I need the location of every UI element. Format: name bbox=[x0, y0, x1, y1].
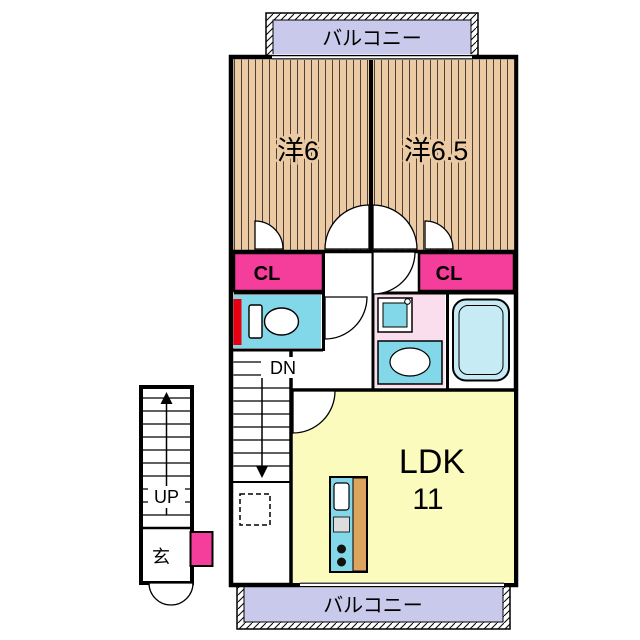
washing-machine-drum bbox=[382, 302, 408, 328]
ldk-room bbox=[293, 391, 514, 583]
closet-door-arc-right bbox=[424, 220, 454, 250]
interior-walls bbox=[233, 59, 515, 584]
balcony-top-label: バルコニー bbox=[322, 28, 422, 50]
bathroom bbox=[452, 298, 510, 382]
kitchen-counter bbox=[329, 476, 368, 573]
washroom bbox=[375, 294, 445, 388]
closet-left bbox=[232, 251, 325, 293]
closet-door-arc-left bbox=[254, 220, 284, 250]
window-bottom bbox=[300, 582, 504, 588]
kitchen-sink bbox=[333, 482, 350, 511]
door-arcs bbox=[254, 204, 454, 434]
kitchen-prep-area bbox=[333, 516, 350, 533]
balcony-bottom-label: バルコニー bbox=[323, 595, 423, 617]
underfloor-storage-hatch bbox=[239, 493, 271, 526]
balcony-top: バルコニー bbox=[265, 12, 479, 58]
closet-right-label: CL bbox=[436, 263, 463, 285]
stairs-up-label: UP bbox=[154, 487, 179, 507]
toilet-accent-red bbox=[233, 299, 242, 345]
entrance-label: 玄 bbox=[152, 547, 170, 567]
vanity-basin bbox=[389, 347, 431, 377]
bedroom-right bbox=[371, 59, 515, 251]
door-arc-bedroom-right bbox=[372, 204, 418, 250]
stairs-up-label-backing bbox=[148, 486, 185, 508]
toilet-room bbox=[233, 295, 321, 348]
bedroom-left-label: 洋6 bbox=[277, 136, 319, 166]
stairs-down-label: DN bbox=[270, 358, 296, 378]
window-top bbox=[272, 54, 472, 60]
bedroom-right-label: 洋6.5 bbox=[404, 136, 469, 166]
kitchen-burner-2 bbox=[337, 557, 346, 567]
ldk-label: LDK bbox=[399, 443, 465, 481]
kitchen-burner-1 bbox=[337, 544, 346, 554]
stairs-up-arrowhead bbox=[160, 392, 173, 404]
balcony-top-floor bbox=[272, 19, 472, 58]
kitchen-counter-edge bbox=[352, 477, 367, 572]
window-top-gap bbox=[272, 54, 472, 60]
stairs-down-label-backing bbox=[261, 357, 305, 378]
toilet-bowl bbox=[263, 307, 300, 336]
ldk-size-label: 11 bbox=[412, 483, 443, 516]
entrance-door-arc bbox=[148, 582, 194, 606]
bathtub bbox=[452, 298, 510, 382]
porch-box bbox=[189, 531, 214, 567]
annex: UP 玄 bbox=[139, 385, 214, 606]
bathtub-inner bbox=[458, 305, 504, 375]
window-bottom-gap bbox=[300, 582, 504, 588]
balcony-bottom: バルコニー bbox=[236, 584, 511, 630]
washing-machine-knob bbox=[404, 298, 411, 305]
door-arc-ldk bbox=[292, 390, 336, 434]
door-arc-washroom bbox=[372, 251, 416, 295]
closet-left-label: CL bbox=[254, 263, 281, 285]
door-arc-toilet bbox=[324, 296, 368, 340]
toilet-tank bbox=[248, 304, 263, 339]
stairs-down-arrowhead bbox=[256, 466, 268, 478]
door-arc-bedroom-left bbox=[324, 204, 370, 250]
balcony-bottom-floor bbox=[243, 584, 504, 623]
closet-right bbox=[417, 251, 516, 293]
